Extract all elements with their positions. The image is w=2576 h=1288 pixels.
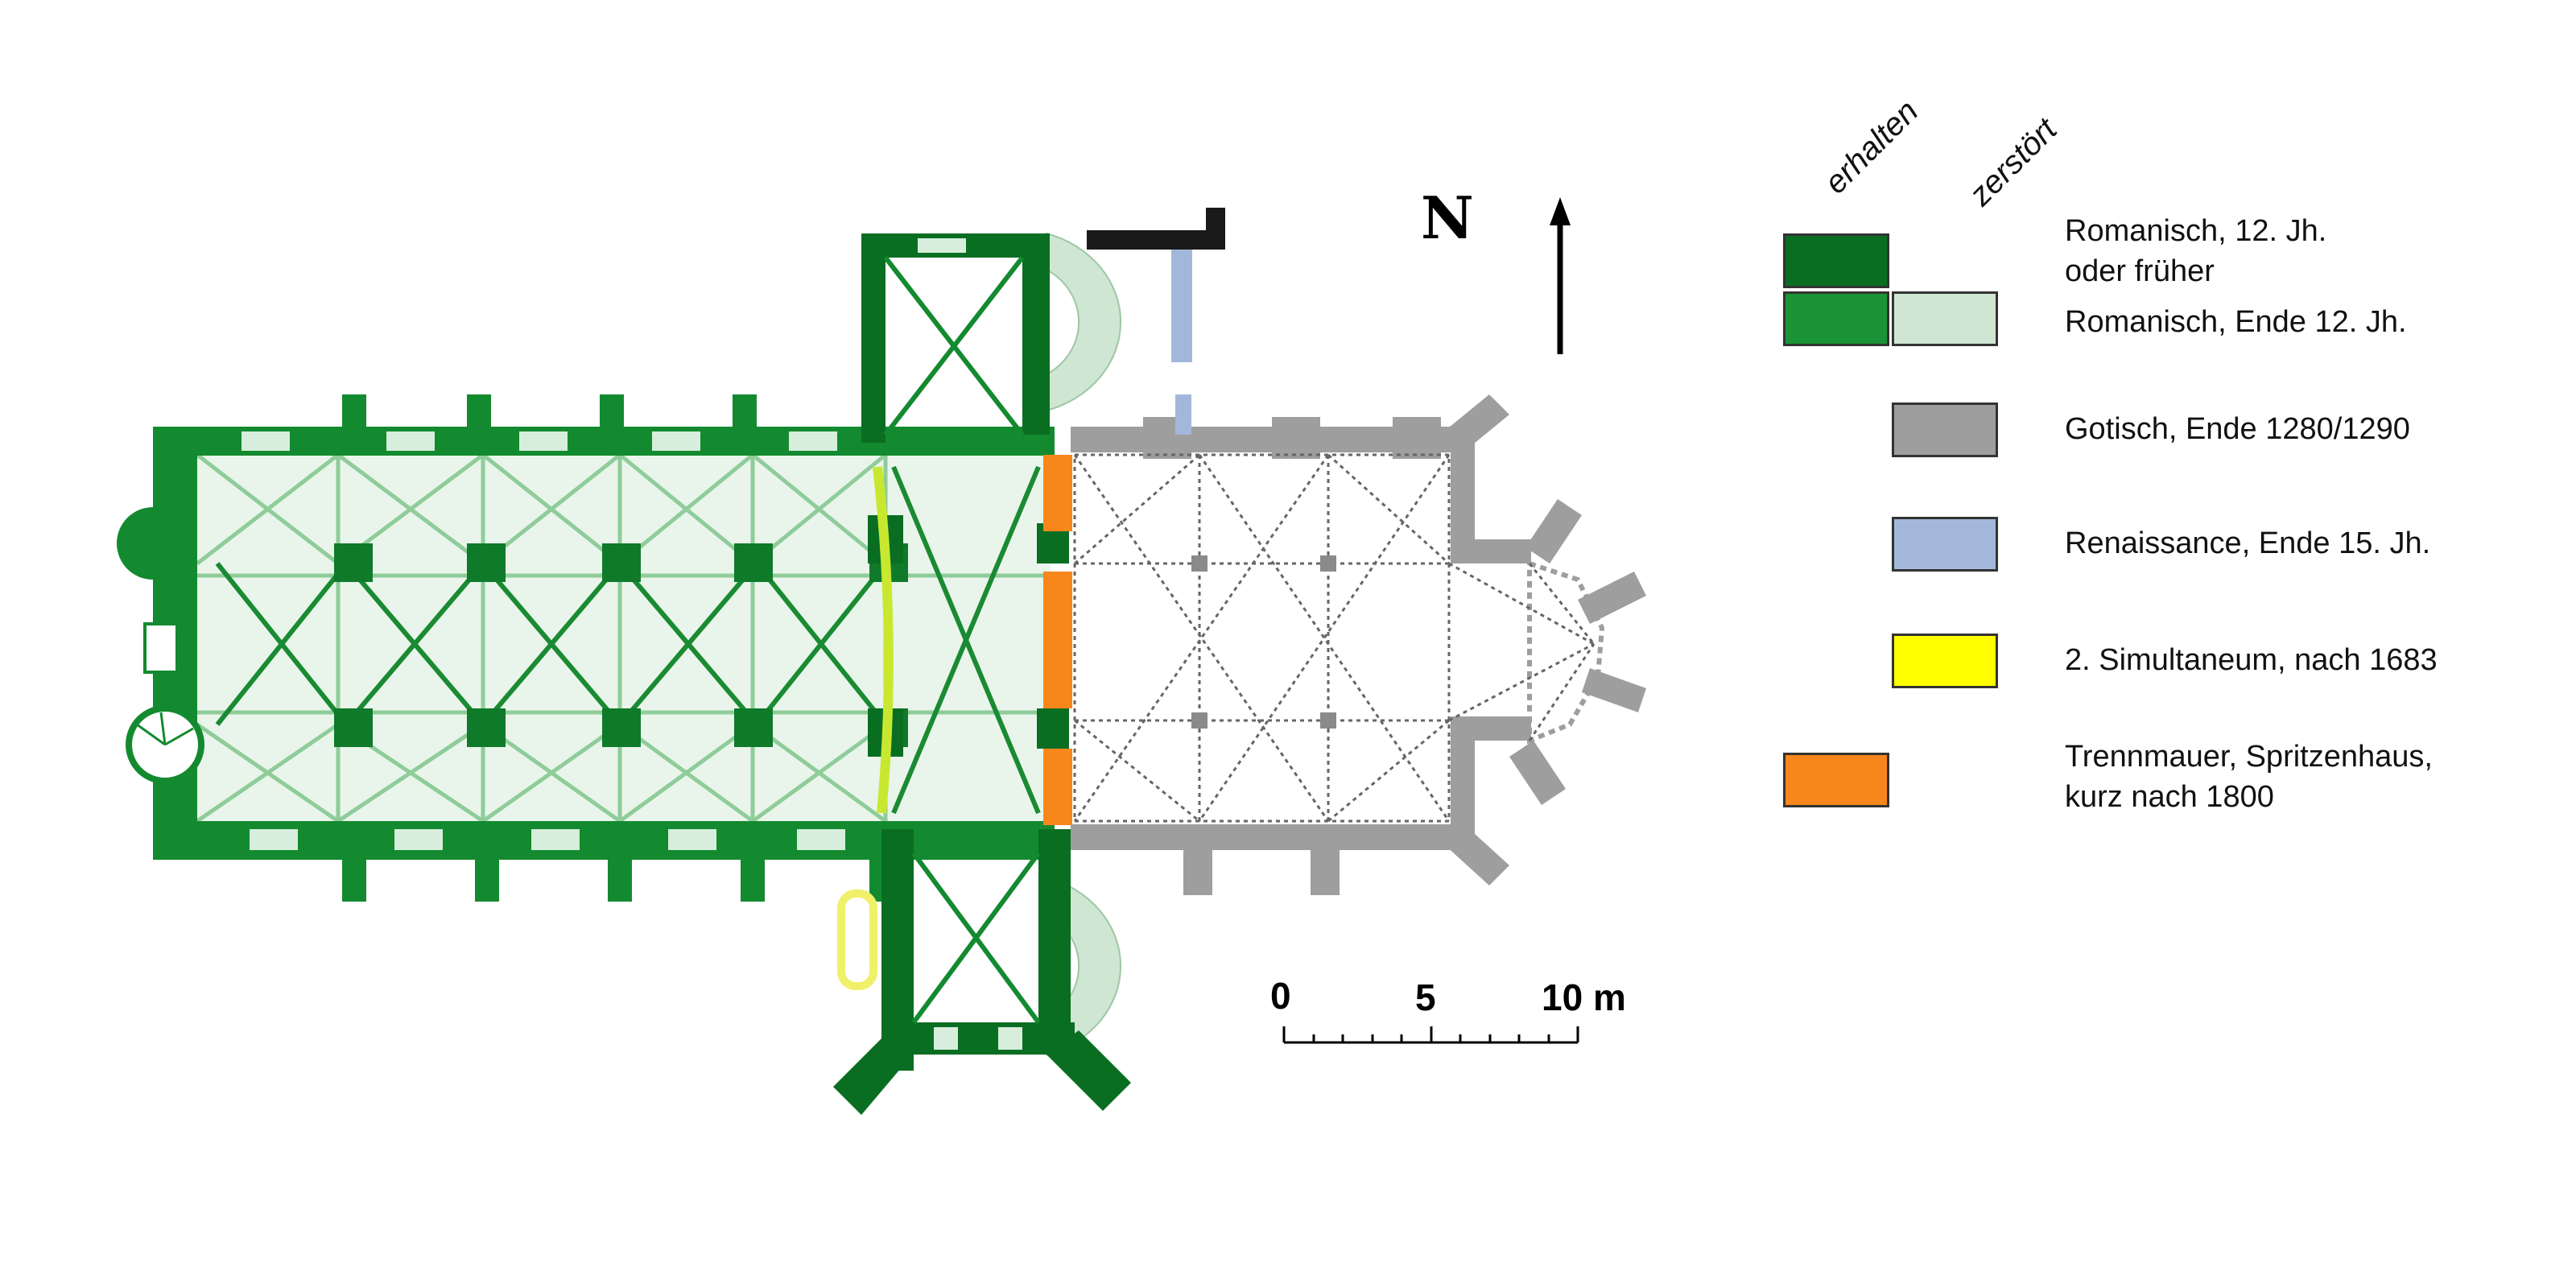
north-label: N [1421, 184, 1474, 252]
legend-swatch-gothic [1892, 402, 1998, 457]
legend-swatch-romanesque-late-destroyed [1892, 291, 1998, 346]
transept-vaults [883, 256, 1041, 1024]
scale-bar [1282, 1026, 1579, 1044]
west-portal [126, 622, 204, 784]
simultaneum-annex [837, 890, 877, 990]
gothic-apse-outline [1527, 559, 1605, 745]
legend-label-romanesque-early: Romanisch, 12. Jh. oder früher [2065, 214, 2327, 288]
nave-vault-field [197, 455, 1051, 821]
simultaneum-screen [873, 466, 894, 814]
legend-swatch-partition-wall [1783, 753, 1889, 807]
legend-swatch-romanesque-early-preserved [1783, 233, 1889, 288]
scale-label-5: 5 [1415, 976, 1436, 1018]
renaissance-structure [1171, 242, 1192, 435]
legend-label-partition-wall: Trennmauer, Spritzenhaus, kurz nach 1800 [2065, 740, 2433, 814]
partition-wall [1043, 455, 1072, 825]
legend-swatch-renaissance [1892, 517, 1998, 572]
legend-label-gothic: Gotisch, Ende 1280/1290 [2065, 412, 2410, 446]
gothic-vaults [1073, 453, 1596, 823]
north-arrow-icon [1550, 197, 1571, 354]
legend-label-romanesque-late: Romanisch, Ende 12. Jh. [2065, 305, 2407, 339]
transept-windows [918, 238, 1022, 1050]
legend-swatch-romanesque-late-preserved [1783, 291, 1889, 346]
transept-walls [833, 233, 1131, 1115]
legend-label-simultaneum: 2. Simultaneum, nach 1683 [2065, 643, 2438, 677]
nave-walls [117, 394, 1055, 902]
scale-label-10: 10 m [1542, 976, 1626, 1018]
legend-label-renaissance: Renaissance, Ende 15. Jh. [2065, 526, 2431, 560]
nave-vault-ribs [215, 465, 1041, 815]
nave-windows [242, 431, 845, 850]
gothic-choir [1071, 394, 1646, 895]
scale-label-0: 0 [1270, 975, 1291, 1017]
gothic-piers [1191, 555, 1336, 729]
legend-swatch-simultaneum [1892, 634, 1998, 688]
north-corner-wall [1087, 208, 1225, 250]
